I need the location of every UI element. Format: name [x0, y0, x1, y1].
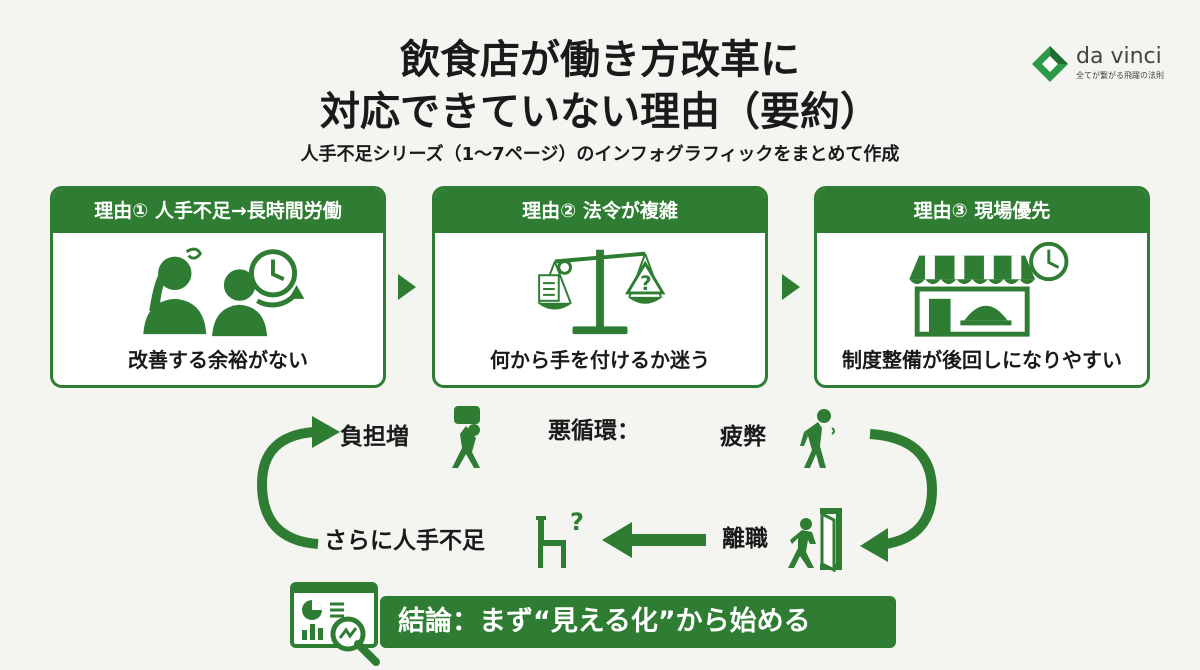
- logo-tagline: 全てが繋がる飛躍の法則: [1076, 71, 1164, 80]
- reason-card-3-caption: 制度整備が後回しになりやすい: [842, 348, 1122, 372]
- tired-people-clock-icon: [143, 247, 305, 337]
- page-subtitle: 人手不足シリーズ（1〜7ページ）のインフォグラフィックをまとめて作成: [300, 144, 900, 165]
- cycle-arrow-left-icon: [602, 522, 706, 558]
- reason-card-2-header: 理由② 法令が複雑: [435, 189, 765, 233]
- conclusion-banner: 結論：まず“見える化”から始める: [380, 596, 896, 648]
- empty-chair-question-icon: ?: [536, 508, 584, 568]
- page-title-line-2: 対応できていない理由（要約）: [320, 89, 880, 135]
- balance-scale-icon: ?: [537, 249, 666, 335]
- cycle-step-burden: 負担増: [340, 424, 409, 450]
- restaurant-storefront-icon: [909, 241, 1069, 337]
- reason-card-1-header: 理由① 人手不足→長時間労働: [53, 189, 383, 233]
- reason-card-1-caption: 改善する余裕がない: [128, 348, 308, 372]
- data-analysis-magnifier-icon: [290, 582, 380, 666]
- reason-card-3-header: 理由③ 現場優先: [817, 189, 1147, 233]
- cycle-arrow-up-left-icon: [256, 416, 340, 549]
- logo-mark-icon: [1032, 46, 1068, 82]
- exhausted-person-icon: [800, 409, 835, 468]
- cycle-step-more-shortage: さらに人手不足: [324, 528, 485, 554]
- exit-door-person-icon: [788, 508, 842, 572]
- svg-text:?: ?: [570, 508, 584, 536]
- reason-card-2-caption: 何から手を付けるか迷う: [490, 348, 710, 372]
- reason-card-3: 理由③ 現場優先 制度整備が後回しになりやすい: [814, 186, 1150, 388]
- logo-name: da vinci: [1076, 44, 1162, 69]
- vicious-cycle-title: 悪循環：: [548, 418, 640, 444]
- brand-logo: da vinci 全てが繋がる飛躍の法則: [1030, 42, 1180, 86]
- flow-arrow-2-icon: [782, 274, 800, 300]
- reason-card-2: 理由② 法令が複雑 ? 何から手を付けるか迷う: [432, 186, 768, 388]
- cycle-step-resignation: 離職: [722, 526, 768, 552]
- flow-arrow-1-icon: [398, 274, 416, 300]
- cycle-step-exhaustion: 疲弊: [720, 424, 766, 450]
- heavy-load-person-icon: [452, 406, 480, 468]
- svg-text:?: ?: [640, 272, 651, 295]
- page-title-line-1: 飲食店が働き方改革に: [400, 37, 800, 83]
- reason-card-1: 理由① 人手不足→長時間労働 改善する余裕がない: [50, 186, 386, 388]
- cycle-arrow-down-right-icon: [860, 429, 938, 562]
